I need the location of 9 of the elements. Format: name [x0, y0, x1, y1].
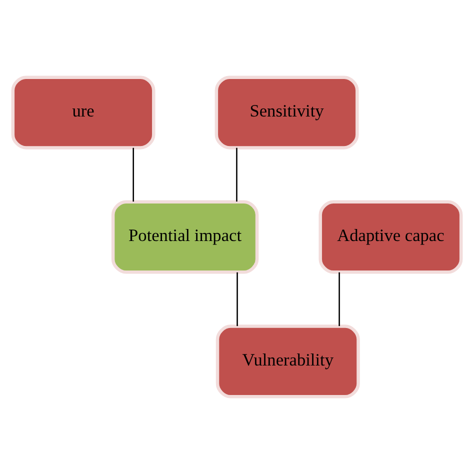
connector: [236, 148, 238, 202]
node-box: Vulnerability: [216, 324, 360, 398]
node-box: Adaptive capac: [318, 200, 463, 274]
connector: [236, 272, 238, 326]
connector: [132, 148, 134, 202]
connector: [338, 272, 340, 326]
node-box: ure: [11, 76, 156, 150]
node-box: Potential impact: [111, 200, 259, 274]
node-box: Sensitivity: [214, 76, 359, 150]
